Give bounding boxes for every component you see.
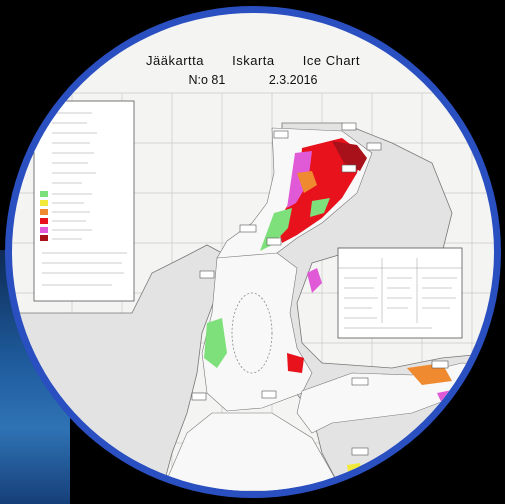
chart-title: Jääkartta Iskarta Ice Chart: [12, 53, 494, 68]
ice-chart-lens: Jääkartta Iskarta Ice Chart N:o 81 2.3.2…: [5, 6, 501, 498]
ice-zone-sea-of-aland: [287, 353, 304, 373]
chart-subtitle: N:o 81 2.3.2016: [12, 73, 494, 87]
map-legend: [33, 100, 135, 302]
thickness-labels: [191, 122, 449, 456]
chart-number: N:o 81: [188, 73, 226, 87]
title-finnish: Jääkartta: [146, 53, 204, 68]
ice-zone-open-ice-2: [310, 198, 330, 217]
chart-date: 2.3.2016: [268, 73, 318, 87]
ice-zone-gulf-east: [407, 363, 452, 385]
ice-zone-very-open: [297, 171, 317, 193]
ice-zone-archipelago: [307, 268, 322, 293]
ice-zone-fast-ice: [332, 141, 367, 171]
ice-zone-coast-west: [204, 318, 227, 368]
ice-info-table: [337, 247, 463, 339]
land-sweden: [12, 244, 223, 491]
ice-zone-gulf-east-2: [437, 388, 470, 408]
depth-contour: [231, 292, 273, 374]
sea-baltic-proper: [161, 412, 343, 491]
ice-chart-map: [12, 92, 494, 491]
title-swedish: Iskarta: [232, 53, 275, 68]
ice-zone-very-close: [277, 138, 362, 243]
title-english: Ice Chart: [302, 53, 360, 68]
ice-zone-south-yellow: [347, 463, 362, 478]
